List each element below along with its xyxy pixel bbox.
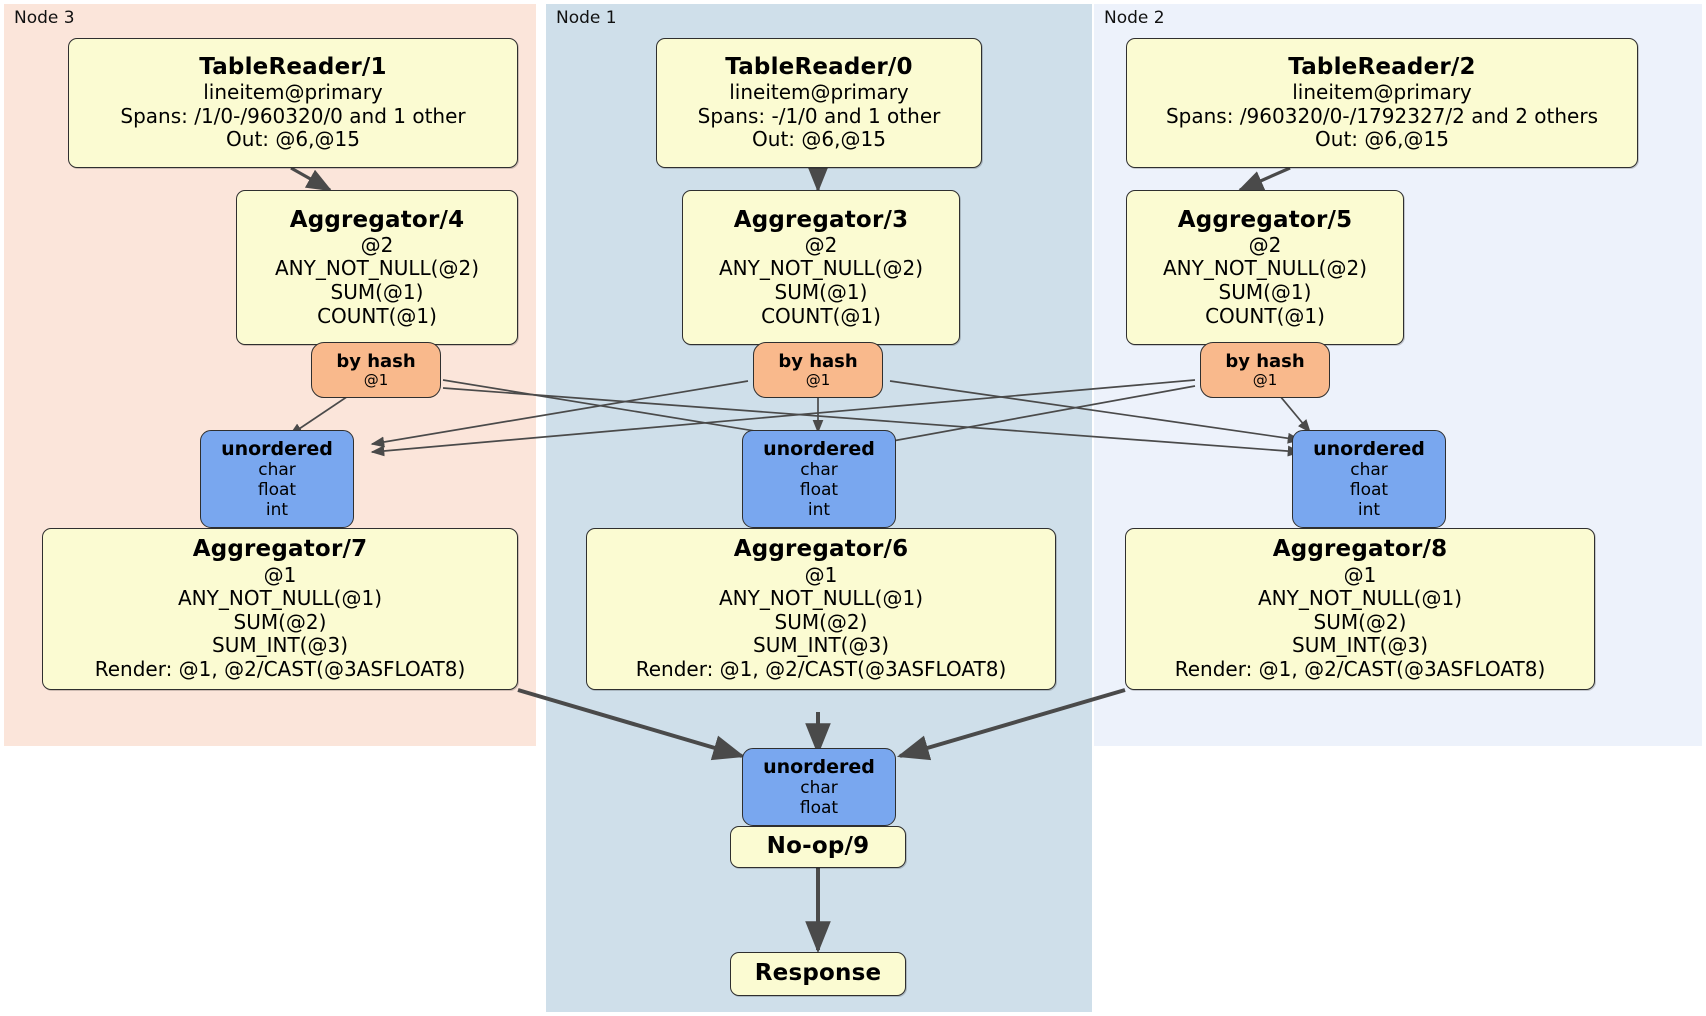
aggregator-group: @2 — [360, 232, 394, 257]
table-reader-spans: Spans: /960320/0-/1792327/2 and 2 others — [1165, 103, 1598, 128]
synchronizer-title: unordered — [221, 437, 333, 460]
table-reader-out: Out: @6,@15 — [226, 127, 360, 152]
table-reader-node1[interactable]: TableReader/0 lineitem@primary Spans: -/… — [656, 38, 982, 168]
table-reader-node2[interactable]: TableReader/2 lineitem@primary Spans: /9… — [1126, 38, 1638, 168]
synchronizer-type-2: float — [1349, 480, 1389, 501]
router-title: by hash — [1225, 350, 1305, 372]
aggregator-group: @1 — [804, 562, 838, 587]
synchronizer-type-1: char — [800, 778, 838, 799]
synchronizer-title: unordered — [763, 755, 875, 778]
synchronizer-type-3: int — [807, 500, 831, 521]
aggregator-func-1: ANY_NOT_NULL(@2) — [719, 256, 923, 281]
aggregator-group: @1 — [263, 562, 297, 587]
aggregator-func-1: ANY_NOT_NULL(@1) — [719, 586, 923, 611]
noop-title: No-op/9 — [766, 833, 870, 860]
response-title: Response — [754, 960, 882, 987]
final-aggregator-node3[interactable]: Aggregator/7 @1 ANY_NOT_NULL(@1) SUM(@2)… — [42, 528, 518, 690]
aggregator-func-3: SUM_INT(@3) — [753, 633, 889, 658]
synchronizer-type-2: float — [799, 480, 839, 501]
aggregator-func-3: COUNT(@1) — [317, 303, 437, 328]
table-reader-out: Out: @6,@15 — [1315, 127, 1449, 152]
aggregator-func-2: SUM(@1) — [1218, 280, 1312, 305]
aggregator-title: Aggregator/3 — [733, 206, 909, 233]
aggregator-render: Render: @1, @2/CAST(@3ASFLOAT8) — [94, 656, 466, 681]
aggregator-func-3: COUNT(@1) — [761, 303, 881, 328]
aggregator-func-1: ANY_NOT_NULL(@2) — [1163, 256, 1367, 281]
local-aggregator-node1[interactable]: Aggregator/3 @2 ANY_NOT_NULL(@2) SUM(@1)… — [682, 190, 960, 345]
aggregator-func-3: COUNT(@1) — [1205, 303, 1325, 328]
table-reader-table: lineitem@primary — [1292, 80, 1472, 105]
aggregator-render: Render: @1, @2/CAST(@3ASFLOAT8) — [1174, 656, 1546, 681]
table-reader-out: Out: @6,@15 — [752, 127, 886, 152]
synchronizer-node1[interactable]: unordered char float int — [742, 430, 896, 528]
final-aggregator-node1[interactable]: Aggregator/6 @1 ANY_NOT_NULL(@1) SUM(@2)… — [586, 528, 1056, 690]
synchronizer-type-3: int — [1357, 500, 1381, 521]
synchronizer-type-2: float — [257, 480, 297, 501]
table-reader-table: lineitem@primary — [203, 80, 383, 105]
aggregator-func-2: SUM(@2) — [1313, 609, 1407, 634]
aggregator-title: Aggregator/7 — [192, 536, 368, 563]
aggregator-title: Aggregator/8 — [1272, 536, 1448, 563]
synchronizer-title: unordered — [763, 437, 875, 460]
synchronizer-type-1: char — [1350, 460, 1388, 481]
table-reader-spans: Spans: -/1/0 and 1 other — [697, 103, 941, 128]
router-title: by hash — [336, 350, 416, 372]
router-title: by hash — [778, 350, 858, 372]
aggregator-group: @2 — [804, 232, 838, 257]
aggregator-func-1: ANY_NOT_NULL(@1) — [178, 586, 382, 611]
local-aggregator-node3[interactable]: Aggregator/4 @2 ANY_NOT_NULL(@2) SUM(@1)… — [236, 190, 518, 345]
final-synchronizer[interactable]: unordered char float — [742, 748, 896, 826]
router-column: @1 — [363, 370, 389, 389]
table-reader-title: TableReader/0 — [725, 54, 913, 81]
panel-node-3-label: Node 3 — [14, 8, 75, 28]
table-reader-spans: Spans: /1/0-/960320/0 and 1 other — [120, 103, 466, 128]
aggregator-func-1: ANY_NOT_NULL(@2) — [275, 256, 479, 281]
aggregator-func-2: SUM(@2) — [233, 609, 327, 634]
response-node[interactable]: Response — [730, 952, 906, 996]
aggregator-func-2: SUM(@2) — [774, 609, 868, 634]
synchronizer-type-1: char — [258, 460, 296, 481]
table-reader-title: TableReader/1 — [199, 54, 387, 81]
aggregator-group: @1 — [1343, 562, 1377, 587]
aggregator-render: Render: @1, @2/CAST(@3ASFLOAT8) — [635, 656, 1007, 681]
aggregator-func-2: SUM(@1) — [330, 280, 424, 305]
router-column: @1 — [805, 370, 831, 389]
table-reader-table: lineitem@primary — [729, 80, 909, 105]
aggregator-func-3: SUM_INT(@3) — [1292, 633, 1428, 658]
synchronizer-type-1: char — [800, 460, 838, 481]
aggregator-func-3: SUM_INT(@3) — [212, 633, 348, 658]
synchronizer-type-3: int — [265, 500, 289, 521]
table-reader-title: TableReader/2 — [1288, 54, 1476, 81]
synchronizer-node3[interactable]: unordered char float int — [200, 430, 354, 528]
aggregator-func-1: ANY_NOT_NULL(@1) — [1258, 586, 1462, 611]
aggregator-func-2: SUM(@1) — [774, 280, 868, 305]
synchronizer-type-2: float — [799, 798, 839, 819]
panel-node-2-label: Node 2 — [1104, 8, 1165, 28]
panel-node-1-label: Node 1 — [556, 8, 617, 28]
router-by-hash-node2[interactable]: by hash @1 — [1200, 342, 1330, 398]
table-reader-node3[interactable]: TableReader/1 lineitem@primary Spans: /1… — [68, 38, 518, 168]
aggregator-group: @2 — [1248, 232, 1282, 257]
local-aggregator-node2[interactable]: Aggregator/5 @2 ANY_NOT_NULL(@2) SUM(@1)… — [1126, 190, 1404, 345]
router-by-hash-node3[interactable]: by hash @1 — [311, 342, 441, 398]
aggregator-title: Aggregator/6 — [733, 536, 909, 563]
aggregator-title: Aggregator/4 — [289, 206, 465, 233]
aggregator-title: Aggregator/5 — [1177, 206, 1353, 233]
final-aggregator-node2[interactable]: Aggregator/8 @1 ANY_NOT_NULL(@1) SUM(@2)… — [1125, 528, 1595, 690]
synchronizer-node2[interactable]: unordered char float int — [1292, 430, 1446, 528]
synchronizer-title: unordered — [1313, 437, 1425, 460]
router-by-hash-node1[interactable]: by hash @1 — [753, 342, 883, 398]
router-column: @1 — [1252, 370, 1278, 389]
noop-processor[interactable]: No-op/9 — [730, 826, 906, 868]
